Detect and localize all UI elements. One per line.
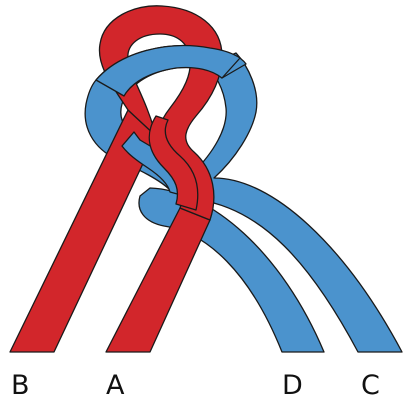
end-label-c: C	[361, 370, 380, 398]
red-leg-to-a	[106, 208, 210, 352]
end-label-d: D	[282, 370, 303, 398]
end-label-a: A	[106, 370, 125, 398]
end-labels: B A D C	[11, 370, 380, 398]
end-label-b: B	[11, 370, 30, 398]
